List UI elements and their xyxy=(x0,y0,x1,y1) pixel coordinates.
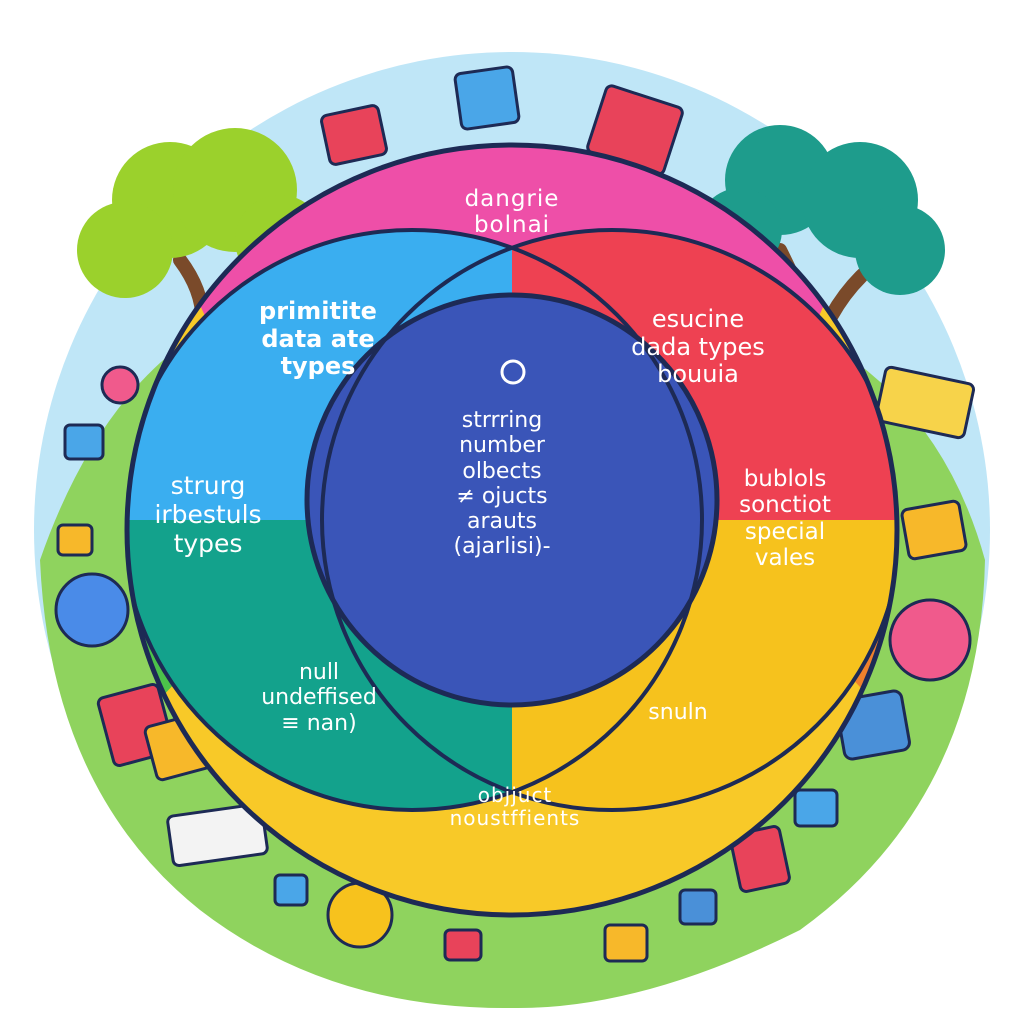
label-line: snuln xyxy=(648,700,708,725)
cube-icon xyxy=(678,888,718,926)
decorative-objects xyxy=(54,65,976,963)
cube-icon xyxy=(443,928,483,962)
label-line: data ate xyxy=(261,324,375,353)
label-yellow: snuln xyxy=(618,700,738,725)
label-line: (ajarlisi)- xyxy=(453,534,551,560)
label-line: noustffients xyxy=(449,806,581,830)
label-line: irbestuls xyxy=(154,499,262,529)
region-center xyxy=(307,295,717,705)
venn-outline xyxy=(124,142,900,918)
label-line: strurg xyxy=(170,471,246,500)
cube-icon xyxy=(793,788,839,828)
cube-icon xyxy=(453,65,521,131)
label-line: special xyxy=(744,518,826,545)
label-line: objjuct xyxy=(477,783,553,807)
cube-icon xyxy=(320,104,388,166)
label-line: null xyxy=(298,660,340,685)
label-line: olbects xyxy=(462,458,542,484)
cube-icon xyxy=(603,923,649,963)
small-circle-icon xyxy=(500,359,526,385)
label-line: vales xyxy=(754,545,816,572)
label-line: undeffised xyxy=(261,685,377,711)
label-line: number xyxy=(459,433,545,459)
ball-icon xyxy=(54,572,130,648)
label-line: primitite xyxy=(259,297,377,325)
label-line: dangrie xyxy=(464,186,560,212)
label-line: bolnai xyxy=(473,212,551,239)
cube-icon xyxy=(900,499,968,561)
cube-icon xyxy=(56,523,94,557)
ball-icon xyxy=(100,365,140,405)
label-line: sonctiot xyxy=(739,492,831,519)
ball-icon xyxy=(888,598,972,682)
label-line: bublols xyxy=(743,466,827,492)
label-line: ≡ nan) xyxy=(281,710,357,736)
cube-icon xyxy=(273,873,309,907)
cube-icon xyxy=(63,423,105,461)
label-line: arauts xyxy=(466,509,538,535)
label-line: types xyxy=(173,528,243,558)
label-line: ≠ ojucts xyxy=(456,483,548,509)
venn-regions xyxy=(127,145,897,915)
label-line: types xyxy=(280,352,356,381)
label-line: strrring xyxy=(461,408,543,433)
block-icon xyxy=(874,365,976,440)
label-line: bouuia xyxy=(657,360,739,389)
label-line: esucine xyxy=(651,305,745,333)
label-line: dada types xyxy=(631,332,765,361)
book-icon xyxy=(166,802,269,868)
